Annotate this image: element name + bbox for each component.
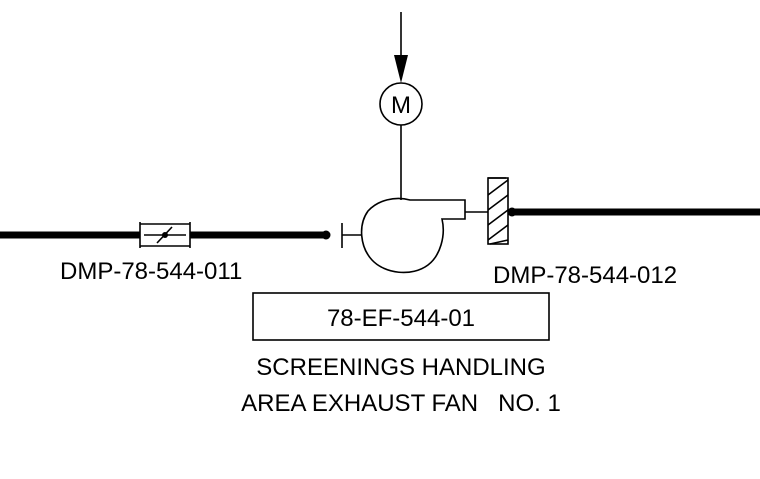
motor-symbol-label: M [391, 92, 411, 119]
fan-tag: 78-EF-544-01 [327, 305, 475, 332]
centrifugal-fan-icon [360, 197, 466, 274]
power-feed-arrow-icon [394, 12, 408, 83]
fan-tag-box: 78-EF-544-01 [252, 292, 550, 341]
right-damper-tag: DMP-78-544-012 [493, 262, 677, 289]
motor-icon: M [379, 82, 423, 126]
left-damper-icon [139, 222, 191, 248]
left-damper-tag: DMP-78-544-011 [60, 258, 242, 285]
right-damper-icon [487, 177, 509, 245]
fan-description-line-1: SCREENINGS HANDLING [256, 354, 545, 381]
right-duct [507, 207, 760, 217]
inlet-flex-connector-icon [341, 223, 362, 248]
left-duct [0, 230, 331, 240]
fan-description-line-2: AREA EXHAUST FAN NO. 1 [241, 390, 561, 417]
